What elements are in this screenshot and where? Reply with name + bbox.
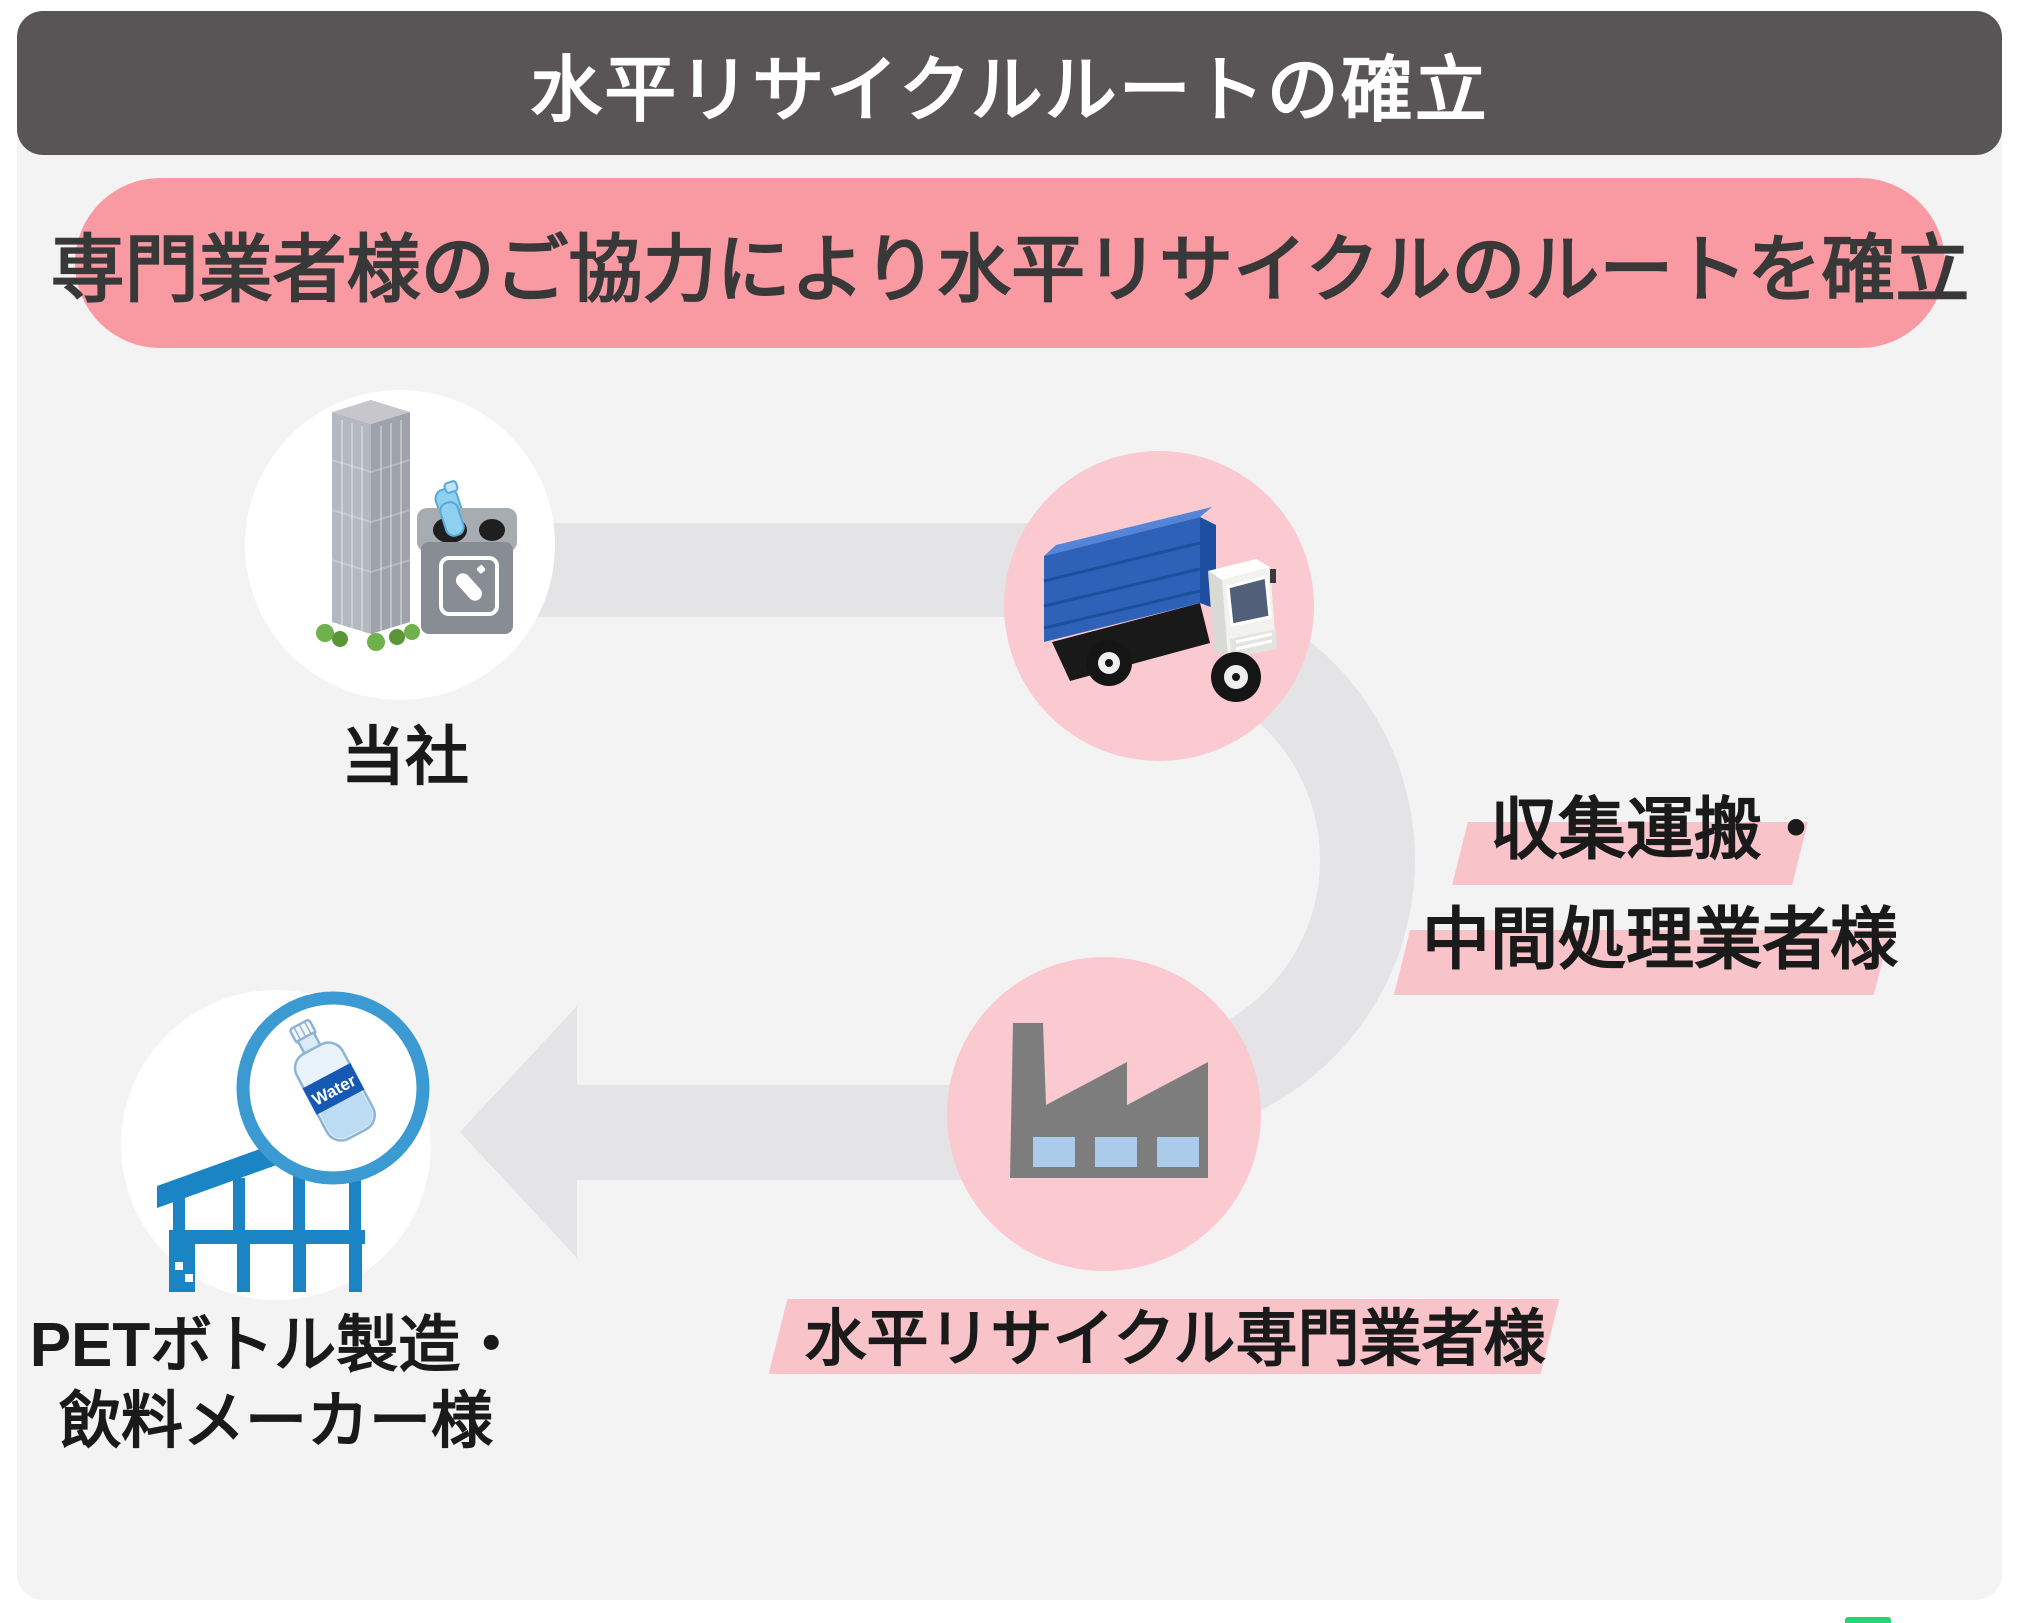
node-company (245, 390, 555, 700)
flow-curve-collector-to-recycler (1135, 580, 1415, 1140)
bottling-plant-icon: Water (157, 991, 430, 1292)
left-arrowhead-icon (460, 1006, 577, 1258)
factory-icon (1010, 1023, 1208, 1178)
collector-label-line2: 中間処理業者様 (1421, 902, 1898, 978)
manufacturer-label: PETボトル製造・ 飲料メーカー様 (26, 1308, 526, 1460)
node-collector (1004, 451, 1314, 761)
water-bottle-icon: Water (289, 1019, 376, 1142)
garbage-truck-icon (1043, 507, 1277, 702)
subtitle-banner: 専門業者様のご協力により水平リサイクルのルートを確立 (51, 178, 1969, 348)
recycler-label: 水平リサイクル専門業者様 (804, 1305, 1546, 1374)
manufacturer-label-line1: PETボトル製造・ (29, 1311, 523, 1380)
company-label: 当社 (341, 721, 469, 793)
manufacturer-label-line2: 飲料メーカー様 (58, 1387, 493, 1456)
bush-icon (316, 624, 420, 651)
page-title: 水平リサイクルルートの確立 (530, 50, 1489, 131)
subtitle-text: 専門業者様のご協力により水平リサイクルのルートを確立 (50, 227, 1970, 311)
node-recycler (947, 957, 1261, 1271)
office-building-and-recycle-bin-icon (316, 400, 517, 651)
title-bar: 水平リサイクルルートの確立 (17, 11, 2002, 155)
collector-label-line1: 収集運搬・ (1489, 792, 1830, 868)
node-manufacturer: Water (121, 990, 431, 1300)
green-accent-sliver (1845, 1617, 1891, 1623)
